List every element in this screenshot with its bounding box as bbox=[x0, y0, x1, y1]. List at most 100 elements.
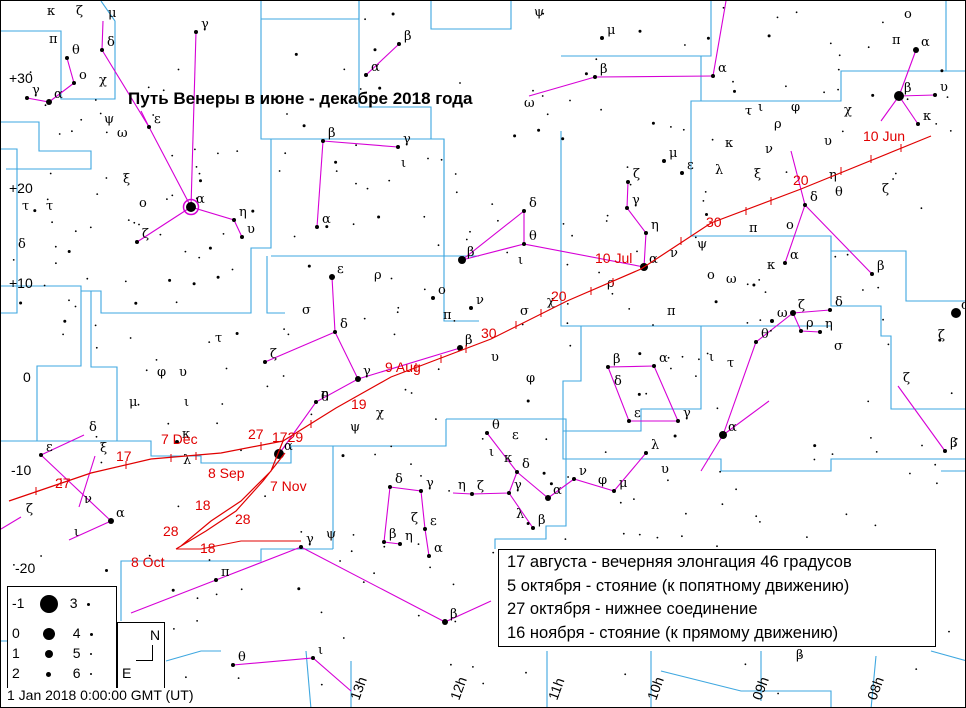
star-dot bbox=[138, 223, 140, 226]
star-dot bbox=[237, 677, 240, 679]
star-dot bbox=[584, 72, 588, 76]
path-label: 27 bbox=[55, 475, 71, 491]
star-dot bbox=[300, 531, 303, 533]
star-dot bbox=[89, 226, 92, 229]
star-dot bbox=[311, 656, 315, 660]
star-dot bbox=[373, 572, 375, 575]
star-dot bbox=[716, 545, 718, 548]
star-dot bbox=[396, 145, 400, 149]
star-dot bbox=[162, 89, 165, 92]
star-label: σ bbox=[302, 303, 311, 318]
star-dot bbox=[263, 360, 267, 364]
star-dot bbox=[95, 346, 98, 349]
magnitude-legend: -1 3 0 4 1 5 2 6 bbox=[7, 586, 117, 688]
venus-path bbox=[8, 135, 932, 550]
star-dot bbox=[350, 550, 353, 553]
star-dot bbox=[315, 225, 319, 229]
star-dot bbox=[606, 214, 609, 217]
path-label: 10 Jun bbox=[863, 128, 905, 144]
star-label: ξ bbox=[754, 167, 761, 182]
star-label: κ bbox=[767, 258, 775, 273]
star-dot bbox=[320, 683, 323, 686]
star-dot bbox=[362, 581, 365, 583]
star-dot bbox=[867, 400, 870, 403]
star-dot bbox=[440, 158, 443, 161]
star-dot bbox=[777, 692, 779, 695]
venus-track bbox=[8, 135, 932, 502]
star-dot bbox=[299, 545, 303, 549]
star-dot bbox=[454, 620, 457, 623]
legend-dot bbox=[39, 595, 58, 614]
star-dot bbox=[569, 99, 571, 102]
star-dot bbox=[472, 666, 474, 668]
star-dot bbox=[946, 96, 949, 98]
star-label: θ bbox=[238, 650, 246, 665]
star-label: ζ bbox=[26, 502, 33, 517]
star-dot bbox=[391, 12, 395, 16]
star-label: γ bbox=[32, 83, 40, 98]
star-dot bbox=[398, 542, 402, 546]
star-label: κ bbox=[182, 427, 190, 442]
star-dot bbox=[600, 36, 604, 40]
star-dot bbox=[566, 303, 569, 305]
star-dot bbox=[264, 495, 266, 498]
star-label: α bbox=[434, 541, 443, 556]
star-label: ζ bbox=[477, 479, 484, 494]
star-dot bbox=[195, 197, 198, 200]
star-dot bbox=[624, 673, 627, 676]
star-dot bbox=[419, 489, 423, 493]
star-label: δ bbox=[835, 295, 843, 310]
star-label: α bbox=[196, 192, 205, 207]
star-dot bbox=[390, 277, 393, 280]
path-label: 19 bbox=[351, 396, 367, 412]
star-label: θ bbox=[492, 418, 500, 433]
star-dot bbox=[909, 472, 911, 475]
star-dot bbox=[644, 451, 648, 455]
star-label: θ bbox=[529, 229, 537, 244]
star-label: π bbox=[49, 32, 58, 47]
star-label: β bbox=[950, 436, 958, 451]
legend-mag: 2 bbox=[12, 665, 20, 681]
star-dot bbox=[51, 221, 53, 224]
star-dot bbox=[934, 463, 937, 466]
star-label: α bbox=[284, 439, 293, 454]
ra-label: 09h bbox=[749, 675, 772, 702]
star-dot bbox=[29, 71, 32, 73]
star-dot bbox=[364, 73, 368, 77]
path-label: 9 Aug bbox=[385, 359, 421, 375]
star-dot bbox=[783, 261, 787, 265]
star-label: β bbox=[450, 607, 458, 622]
star-label: φ bbox=[791, 100, 800, 115]
star-dot bbox=[526, 522, 530, 525]
star-label: ε bbox=[430, 514, 437, 529]
star-dot bbox=[871, 93, 875, 97]
star-label: γ bbox=[514, 478, 522, 493]
path-label: 8 Oct bbox=[131, 554, 165, 570]
star-dot bbox=[746, 322, 749, 324]
star-dot bbox=[58, 133, 61, 135]
star-dot bbox=[497, 219, 499, 222]
star-dot bbox=[722, 6, 725, 9]
star-dot bbox=[546, 113, 549, 116]
star-label: β bbox=[796, 648, 804, 663]
star-dot bbox=[71, 130, 73, 133]
legend-mag: -1 bbox=[12, 595, 25, 611]
star-label: δ bbox=[529, 196, 537, 211]
star-label: α bbox=[718, 61, 727, 76]
star-dot bbox=[192, 282, 196, 286]
star-label: ζ bbox=[270, 347, 277, 362]
star-dot bbox=[776, 16, 779, 19]
compass-north: N bbox=[150, 627, 161, 643]
path-label: 20 bbox=[551, 288, 567, 304]
ra-label: 11h bbox=[545, 676, 568, 702]
star-dot bbox=[417, 543, 420, 545]
star-label: κ bbox=[47, 4, 55, 19]
star-dot bbox=[829, 42, 832, 45]
star-dot bbox=[882, 318, 884, 321]
ra-label: 10h bbox=[644, 675, 667, 702]
star-dot bbox=[673, 434, 677, 438]
star-dot bbox=[410, 392, 413, 394]
star-dot bbox=[25, 96, 29, 100]
